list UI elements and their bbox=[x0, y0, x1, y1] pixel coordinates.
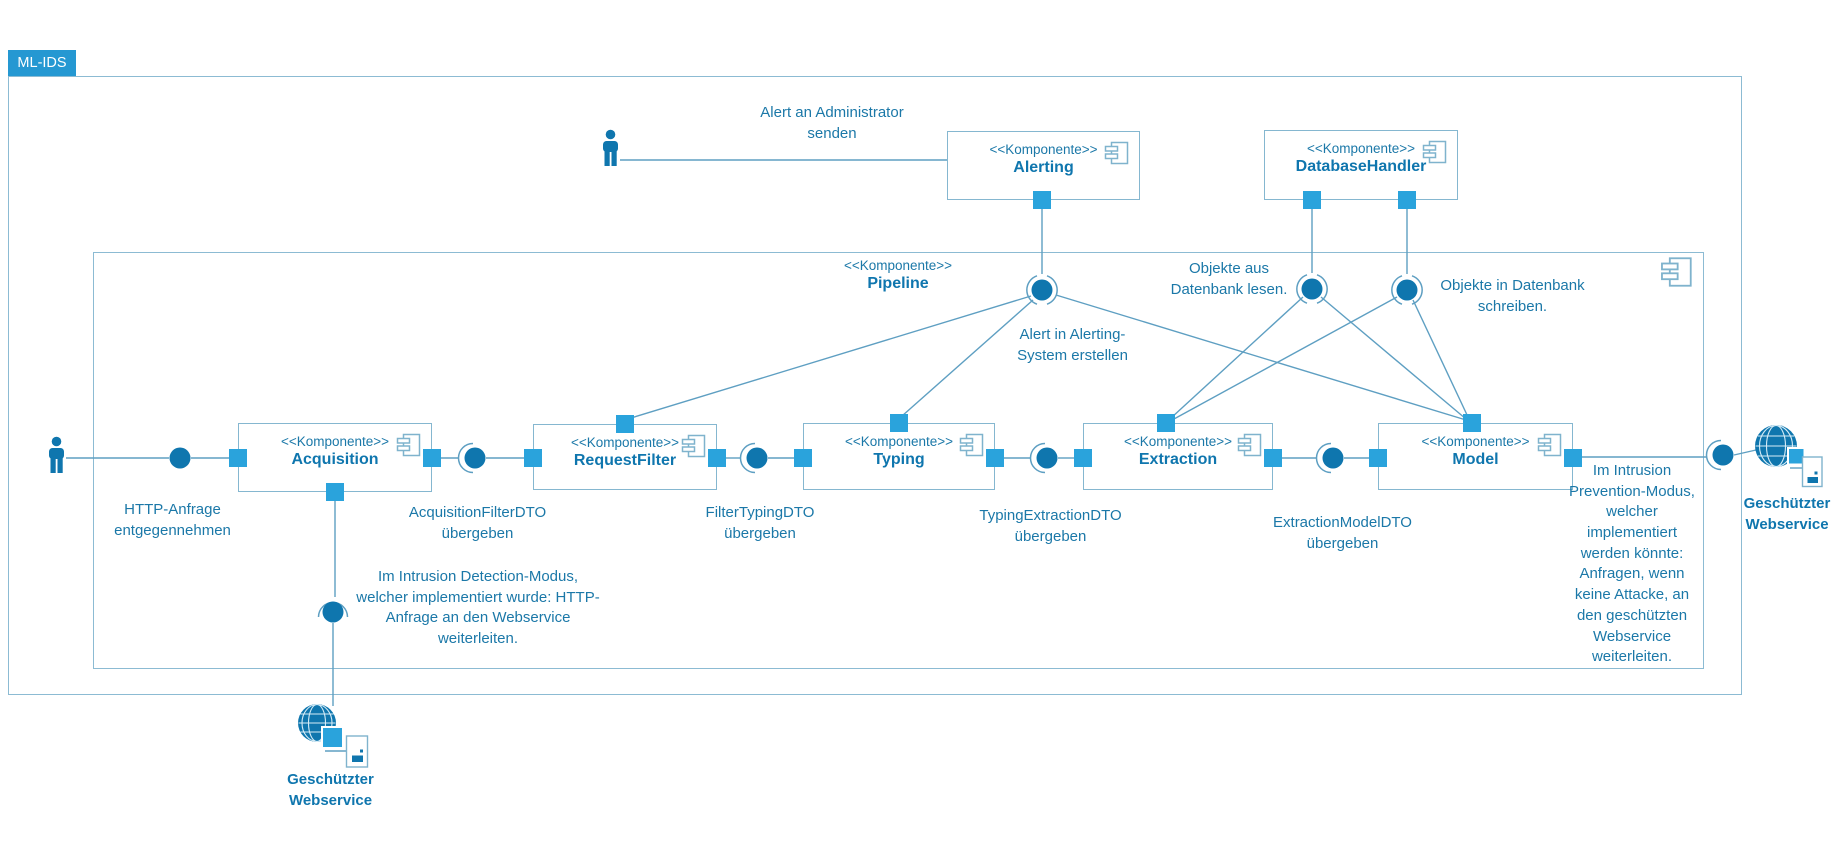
globe-icon bbox=[1755, 424, 1797, 468]
webservice-right-icon bbox=[1755, 424, 1823, 488]
component-icon bbox=[959, 433, 984, 457]
webservice-bottom-icon bbox=[298, 703, 369, 768]
component-stereotype: <<Komponente>> bbox=[844, 434, 954, 449]
component-icon bbox=[1422, 140, 1447, 164]
component-name: RequestFilter bbox=[573, 452, 677, 469]
component-stereotype: <<Komponente>> bbox=[1123, 434, 1233, 449]
note-filter-typing-dto: FilterTypingDTO übergeben bbox=[705, 504, 815, 542]
note-alert-admin: Alert an Administrator senden bbox=[760, 104, 904, 142]
component-name: Typing bbox=[873, 451, 925, 468]
component-stereotype: <<Komponente>> bbox=[1306, 141, 1416, 156]
system-tab-ml-ids: ML-IDS bbox=[8, 50, 76, 76]
component-icon bbox=[1661, 257, 1692, 287]
component-database-handler[interactable]: <<Komponente>> DatabaseHandler bbox=[1264, 130, 1458, 200]
component-pipeline-box bbox=[93, 252, 1704, 669]
webservice-right-label: Geschützter Webservice bbox=[1743, 495, 1831, 533]
note-typing-extraction-dto: TypingExtractionDTO übergeben bbox=[979, 507, 1122, 545]
component-name: Alerting bbox=[1013, 159, 1074, 176]
note-acquisition-filter-dto: AcquisitionFilterDTO übergeben bbox=[408, 504, 547, 542]
component-name: Model bbox=[1452, 451, 1499, 468]
note-db-write: Objekte in Datenbank schreiben. bbox=[1440, 277, 1585, 315]
system-boundary-box bbox=[8, 76, 1742, 695]
component-extraction[interactable]: <<Komponente>> Extraction bbox=[1083, 423, 1273, 490]
component-name: Extraction bbox=[1138, 451, 1218, 468]
document-icon bbox=[345, 735, 369, 768]
note-detection-mode: Im Intrusion Detection-Modus, welcher im… bbox=[356, 568, 600, 648]
component-name: DatabaseHandler bbox=[1295, 158, 1427, 175]
component-typing[interactable]: <<Komponente>> Typing bbox=[803, 423, 995, 490]
component-icon bbox=[1104, 141, 1129, 165]
component-stereotype: <<Komponente>> bbox=[989, 142, 1098, 157]
component-icon bbox=[1537, 433, 1562, 457]
interface-square-icon bbox=[1787, 447, 1806, 466]
document-icon bbox=[1801, 456, 1823, 488]
component-stereotype: <<Komponente>> bbox=[570, 435, 680, 450]
component-model[interactable]: <<Komponente>> Model bbox=[1378, 423, 1573, 490]
component-stereotype: <<Komponente>> bbox=[843, 258, 953, 273]
note-http-request: HTTP-Anfrage entgegennehmen bbox=[114, 501, 231, 539]
component-pipeline-label: <<Komponente>> Pipeline bbox=[818, 258, 978, 293]
component-icon bbox=[681, 434, 706, 458]
component-icon bbox=[396, 433, 421, 457]
component-name: Acquisition bbox=[291, 451, 379, 468]
interface-square-icon bbox=[321, 726, 344, 749]
component-stereotype: <<Komponente>> bbox=[1421, 434, 1530, 449]
note-extraction-model-dto: ExtractionModelDTO übergeben bbox=[1273, 514, 1412, 552]
component-name: Pipeline bbox=[867, 275, 929, 292]
globe-icon bbox=[298, 703, 336, 743]
component-request-filter[interactable]: <<Komponente>> RequestFilter bbox=[533, 424, 717, 490]
note-db-read: Objekte aus Datenbank lesen. bbox=[1170, 260, 1288, 298]
component-acquisition[interactable]: <<Komponente>> Acquisition bbox=[238, 423, 432, 492]
component-icon bbox=[1237, 433, 1262, 457]
note-alert-create: Alert in Alerting-System erstellen bbox=[1017, 326, 1128, 364]
note-prevention-mode: Im Intrusion Prevention-Modus, welcher i… bbox=[1569, 462, 1695, 666]
component-stereotype: <<Komponente>> bbox=[280, 434, 390, 449]
webservice-bottom-label: Geschützter Webservice bbox=[287, 771, 374, 809]
component-alerting[interactable]: <<Komponente>> Alerting bbox=[947, 131, 1140, 200]
